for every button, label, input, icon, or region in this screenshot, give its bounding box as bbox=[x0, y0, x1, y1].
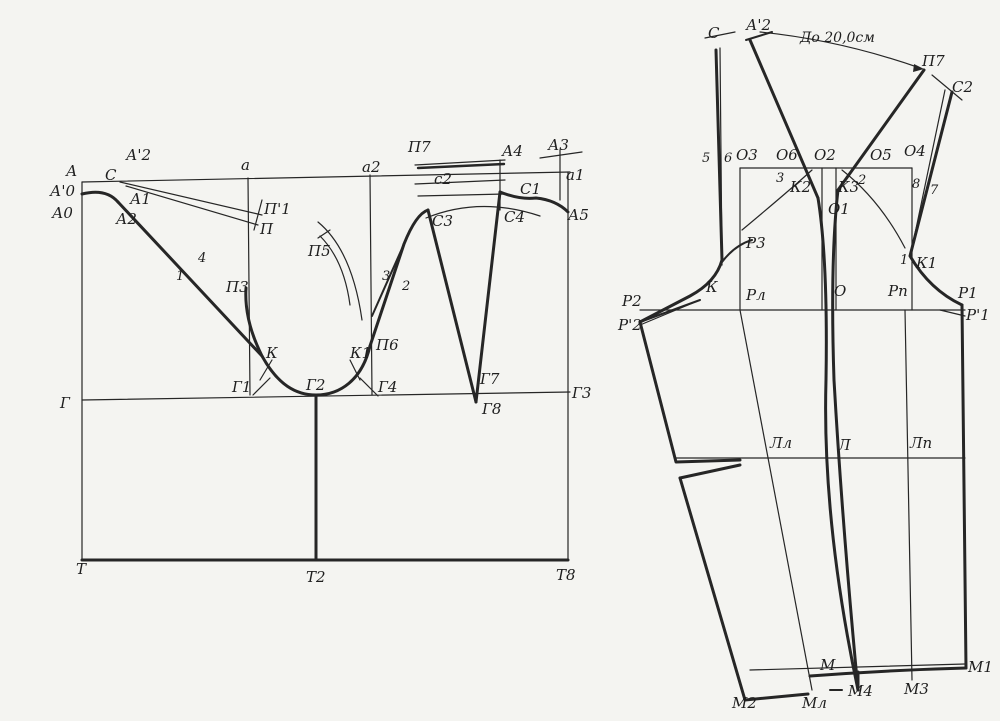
r-label-n3: 3 bbox=[776, 171, 784, 186]
label-K1: К1 bbox=[349, 344, 371, 362]
label-a1: а1 bbox=[566, 166, 585, 184]
label-T8: Т8 bbox=[556, 566, 576, 584]
right-armhole-detail bbox=[721, 239, 753, 263]
label-K: К bbox=[265, 344, 278, 362]
label-A1: А1 bbox=[129, 190, 151, 208]
label-A0-prime: А'0 bbox=[49, 182, 75, 200]
left-construction-lines bbox=[81, 149, 583, 561]
r-label-K: К bbox=[705, 278, 718, 296]
label-n2: 2 bbox=[401, 279, 410, 294]
label-n1: 1 bbox=[176, 269, 184, 284]
label-G3: Г3 bbox=[571, 384, 591, 402]
r-label-n1: 1 bbox=[900, 253, 908, 268]
label-T2: Т2 bbox=[306, 568, 326, 586]
r-label-O3: О3 bbox=[736, 146, 758, 164]
r-label-Pp: Рп bbox=[887, 282, 908, 300]
label-P5: П5 bbox=[307, 242, 331, 260]
right-point-labels: С А'2 До 20,0см П7 С2 5 6 О3 О6 О2 О5 О4… bbox=[617, 16, 993, 712]
r-label-n5: 5 bbox=[702, 151, 710, 166]
r-label-P2: Р2 bbox=[621, 292, 642, 310]
r-label-O4: О4 bbox=[904, 142, 926, 160]
left-armhole-guide bbox=[371, 243, 405, 317]
label-C1: С1 bbox=[520, 180, 541, 198]
r-label-P3: Р3 bbox=[745, 234, 766, 252]
r-label-n6: 6 bbox=[724, 151, 732, 166]
r-label-A2-prime: А'2 bbox=[745, 16, 771, 34]
r-label-K3: К3 bbox=[837, 178, 859, 196]
label-G: Г bbox=[59, 394, 71, 412]
r-note-measure: До 20,0см bbox=[799, 30, 875, 46]
left-shoulder-line bbox=[416, 162, 506, 170]
label-C: С bbox=[105, 166, 117, 184]
r-label-L: Л bbox=[837, 436, 851, 454]
r-label-M: М bbox=[819, 656, 836, 674]
left-point-labels: А А'0 А0 С А'2 А1 А2 а П'1 П П3 К Г1 Г2 … bbox=[49, 136, 591, 586]
r-label-P1: Р1 bbox=[957, 284, 978, 302]
r-label-n2: 2 bbox=[857, 173, 866, 188]
left-main-contour bbox=[80, 190, 570, 562]
r-label-Pl: Рл bbox=[745, 286, 766, 304]
r-label-O: О bbox=[834, 282, 846, 300]
r-label-O6: О6 bbox=[776, 146, 798, 164]
label-a2: а2 bbox=[362, 158, 381, 176]
right-side-seam-top bbox=[639, 299, 701, 323]
r-label-M3: М3 bbox=[903, 680, 929, 698]
r-label-Ml: Мл bbox=[801, 694, 827, 712]
label-A2: А2 bbox=[115, 210, 137, 228]
right-construction-lines bbox=[639, 31, 966, 691]
r-label-M2: М2 bbox=[731, 694, 757, 712]
label-n4: 4 bbox=[197, 251, 206, 266]
label-P3: П3 bbox=[225, 278, 249, 296]
label-G8: Г8 bbox=[481, 400, 501, 418]
r-label-O5: О5 bbox=[870, 146, 892, 164]
label-A: А bbox=[65, 162, 77, 180]
label-G1: Г1 bbox=[231, 378, 251, 396]
r-label-n8: 8 bbox=[912, 177, 920, 192]
r-label-P2-prime: Р'2 bbox=[617, 316, 642, 334]
label-A4: А4 bbox=[501, 142, 523, 160]
label-C3: С3 bbox=[432, 212, 453, 230]
r-label-n7: 7 bbox=[930, 183, 939, 198]
label-G7: Г7 bbox=[479, 370, 500, 388]
label-P1-prime: П'1 bbox=[263, 200, 291, 218]
right-main-contour bbox=[638, 38, 968, 702]
r-label-K1: К1 bbox=[915, 254, 937, 272]
label-C4: С4 bbox=[504, 208, 525, 226]
label-T-left: Т bbox=[76, 560, 87, 578]
r-label-O1: О1 bbox=[828, 200, 850, 218]
label-A2-prime: А'2 bbox=[125, 146, 151, 164]
label-A3: А3 bbox=[547, 136, 569, 154]
r-label-M1: М1 bbox=[967, 658, 993, 676]
label-P7: П7 bbox=[407, 138, 431, 156]
label-P6: П6 bbox=[375, 336, 399, 354]
right-pattern-draft bbox=[638, 31, 968, 702]
label-G4: Г4 bbox=[377, 378, 397, 396]
r-label-Ll: Лл bbox=[769, 434, 792, 452]
r-label-C2: С2 bbox=[952, 78, 973, 96]
r-label-P7: П7 bbox=[921, 52, 945, 70]
label-G2: Г2 bbox=[305, 376, 325, 394]
label-n3: 3 bbox=[382, 269, 390, 284]
label-c2: с2 bbox=[434, 170, 452, 188]
r-label-K2: К2 bbox=[789, 178, 811, 196]
left-pattern-draft bbox=[80, 149, 583, 562]
label-A0: А0 bbox=[51, 204, 73, 222]
r-label-P1-prime: Р'1 bbox=[965, 306, 990, 324]
note-arrowhead bbox=[913, 64, 924, 72]
label-a: а bbox=[241, 156, 250, 174]
r-label-C: С bbox=[708, 24, 720, 42]
r-label-O2: О2 bbox=[814, 146, 836, 164]
right-neck-mark bbox=[745, 31, 773, 41]
label-A5: А5 bbox=[567, 206, 589, 224]
r-label-Lp: Лп bbox=[909, 434, 932, 452]
label-P: П bbox=[259, 220, 274, 238]
r-label-M4: М4 bbox=[847, 682, 873, 700]
